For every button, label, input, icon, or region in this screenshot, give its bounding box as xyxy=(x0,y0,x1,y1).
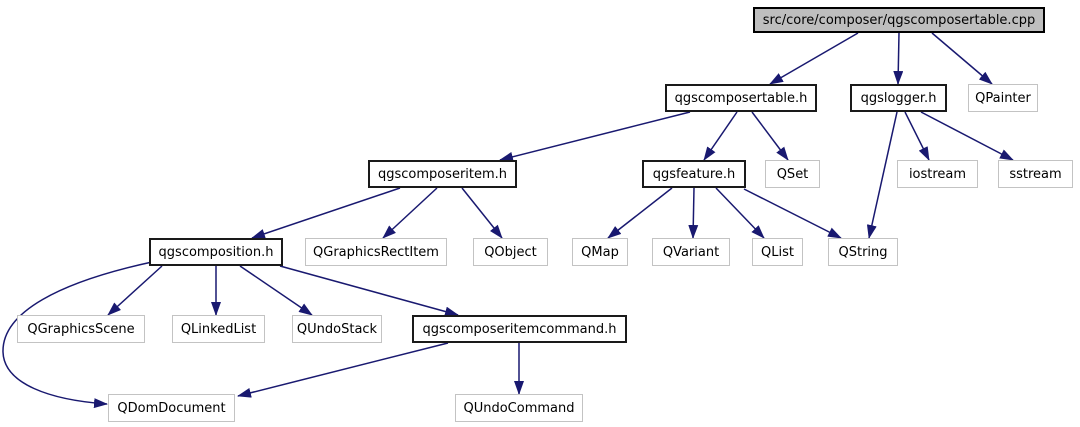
node-label: QGraphicsRectItem xyxy=(313,244,439,260)
node-qundocommand: QUndoCommand xyxy=(455,394,583,422)
edge-qgscomposertable-cpp-qgslogger-h xyxy=(893,32,904,85)
node-label: src/core/composer/qgscomposertable.cpp xyxy=(762,12,1036,28)
node-qgscomposeritem-h[interactable]: qgscomposeritem.h xyxy=(368,160,517,188)
node-qundostack: QUndoStack xyxy=(292,315,382,343)
node-qmap: QMap xyxy=(572,238,628,266)
node-label: QMap xyxy=(581,244,619,260)
node-label: QUndoStack xyxy=(296,321,378,337)
edge-qgscomposeritem-h-qgscomposition-h xyxy=(251,187,401,239)
edge-qgsfeature-h-qmap xyxy=(607,187,673,239)
node-label: qgscomposeritemcommand.h xyxy=(422,321,617,337)
edge-qgscomposertable-h-qgsfeature-h xyxy=(703,111,738,161)
node-label: qgscomposeritem.h xyxy=(377,166,508,182)
node-label: qgscomposertable.h xyxy=(674,90,808,106)
node-qset: QSet xyxy=(765,160,820,188)
node-label: QObject xyxy=(484,244,537,260)
node-label: QVariant xyxy=(662,244,720,260)
node-qgscomposertable-h[interactable]: qgscomposertable.h xyxy=(665,84,817,112)
edge-qgslogger-h-iostream xyxy=(904,111,930,161)
edge-qgsfeature-h-qvariant xyxy=(688,187,699,239)
node-label: qgsfeature.h xyxy=(652,166,736,182)
edge-qgscomposeritemcommand-h-qdomdocument xyxy=(237,342,449,398)
node-qstring: QString xyxy=(828,238,898,266)
node-label: sstream xyxy=(1009,166,1062,182)
node-qlinkedlist: QLinkedList xyxy=(172,315,265,343)
edge-qgsfeature-h-qlist xyxy=(715,187,765,239)
edge-qgscomposition-h-qgraphicsscene xyxy=(107,265,163,316)
node-qgsfeature-h[interactable]: qgsfeature.h xyxy=(642,160,746,188)
node-iostream: iostream xyxy=(897,160,978,188)
node-sstream: sstream xyxy=(998,160,1073,188)
node-label: iostream xyxy=(908,166,967,182)
node-label: QString xyxy=(838,244,888,260)
edge-qgscomposertable-cpp-qpainter xyxy=(931,32,993,85)
node-label: QList xyxy=(761,244,794,260)
edge-qgscomposition-h-qundostack xyxy=(239,265,313,316)
node-qgslogger-h[interactable]: qgslogger.h xyxy=(850,84,947,112)
node-qpainter: QPainter xyxy=(968,84,1038,112)
edge-qgscomposertable-h-qgscomposeritem-h xyxy=(499,111,691,162)
node-qlist: QList xyxy=(752,238,803,266)
edge-qgslogger-h-sstream xyxy=(920,111,1014,161)
node-qobject: QObject xyxy=(473,238,548,266)
node-qdomdocument: QDomDocument xyxy=(108,394,235,422)
edge-qgscomposertable-cpp-qgscomposertable-h xyxy=(769,32,859,85)
edge-qgslogger-h-qstring xyxy=(866,111,898,239)
node-qgscomposition-h[interactable]: qgscomposition.h xyxy=(149,238,283,266)
node-label: qgscomposition.h xyxy=(158,244,274,260)
node-qgscomposertable-cpp: src/core/composer/qgscomposertable.cpp xyxy=(753,7,1045,33)
node-qgraphicsscene: QGraphicsScene xyxy=(17,315,145,343)
node-label: QSet xyxy=(776,166,809,182)
edge-qgscomposeritem-h-qgraphicsrectitem xyxy=(382,187,438,239)
edge-qgscomposertable-h-qset xyxy=(751,111,789,161)
node-label: QPainter xyxy=(975,90,1031,106)
node-qgscomposeritemcommand-h[interactable]: qgscomposeritemcommand.h xyxy=(412,315,627,343)
node-label: QGraphicsScene xyxy=(27,321,135,337)
node-label: QUndoCommand xyxy=(463,400,575,416)
edge-qgscomposeritem-h-qobject xyxy=(461,187,503,239)
node-label: QLinkedList xyxy=(180,321,257,337)
node-label: qgslogger.h xyxy=(860,90,937,106)
edge-qgscomposition-h-qgscomposeritemcommand-h xyxy=(279,265,459,317)
edge-qgsfeature-h-qstring xyxy=(743,188,842,239)
node-qgraphicsrectitem: QGraphicsRectItem xyxy=(305,238,447,266)
node-qvariant: QVariant xyxy=(652,238,730,266)
edge-qgscomposition-h-qdomdocument xyxy=(2,261,153,409)
node-label: QDomDocument xyxy=(117,400,226,416)
